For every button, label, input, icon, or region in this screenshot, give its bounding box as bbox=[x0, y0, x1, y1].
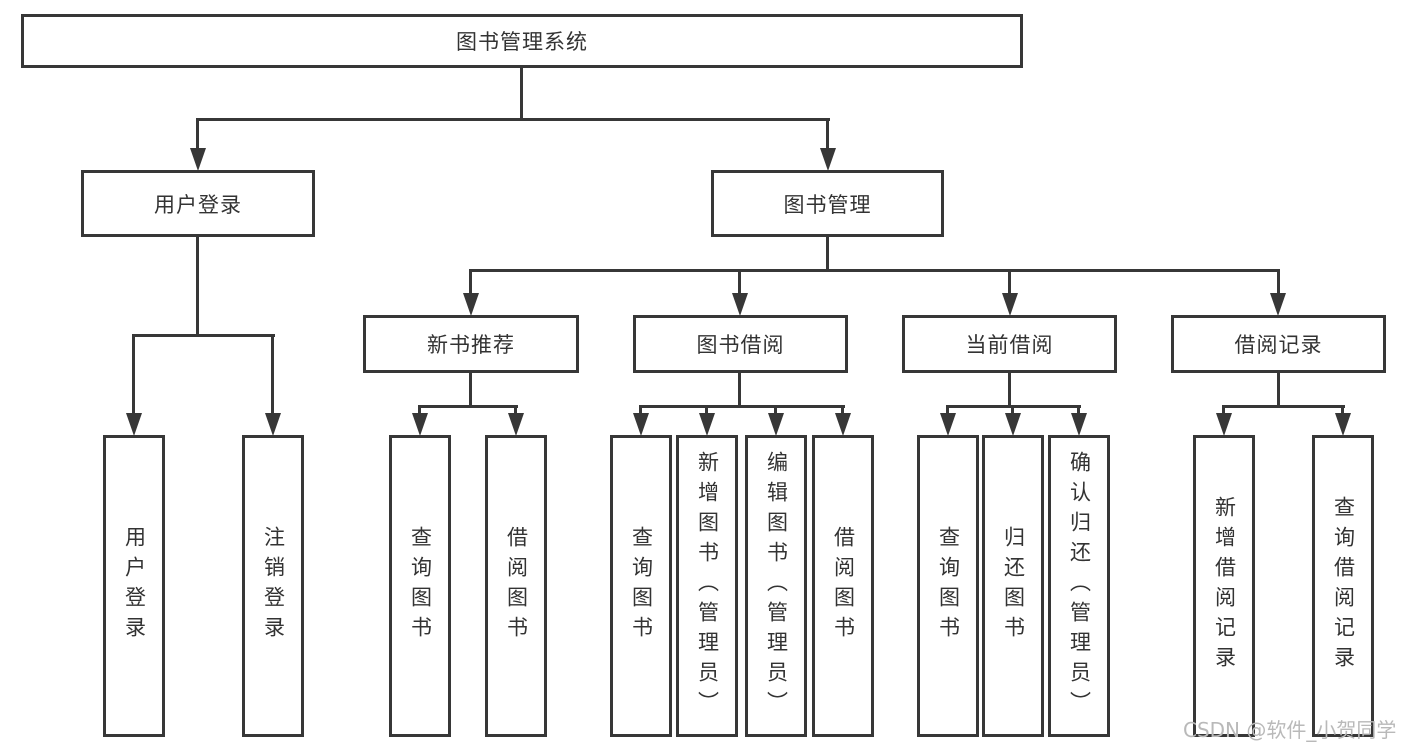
arrowhead-down-icon bbox=[265, 413, 281, 436]
connector-line bbox=[738, 373, 741, 408]
node-borrow-records: 借阅记录 bbox=[1171, 315, 1386, 373]
connector-line bbox=[469, 269, 1280, 272]
arrowhead-down-icon bbox=[1216, 413, 1232, 436]
node-leaf-logout: 注销登录 bbox=[242, 435, 304, 737]
node-label: 借阅图书 bbox=[504, 526, 529, 646]
node-leaf-add-books-admin: 新增图书（管理员） bbox=[676, 435, 738, 737]
node-label: 新增借阅记录 bbox=[1212, 496, 1237, 676]
arrowhead-down-icon bbox=[463, 293, 479, 316]
node-leaf-return-books: 归还图书 bbox=[982, 435, 1044, 737]
connector-line bbox=[738, 269, 741, 295]
connector-line bbox=[469, 373, 472, 408]
connector-line bbox=[418, 405, 518, 408]
connector-line bbox=[1277, 269, 1280, 295]
arrowhead-down-icon bbox=[508, 413, 524, 436]
node-leaf-confirm-return-admin: 确认归还（管理员） bbox=[1048, 435, 1110, 737]
node-user-login: 用户登录 bbox=[81, 170, 315, 237]
node-book-borrow: 图书借阅 bbox=[633, 315, 848, 373]
node-label: 归还图书 bbox=[1001, 526, 1026, 646]
node-label: 借阅图书 bbox=[831, 526, 856, 646]
arrowhead-down-icon bbox=[633, 413, 649, 436]
node-label: 新增图书（管理员） bbox=[695, 451, 720, 721]
node-leaf-query-books-current: 查询图书 bbox=[917, 435, 979, 737]
watermark: CSDN @软件_小贺同学 bbox=[1183, 718, 1397, 742]
connector-line bbox=[271, 334, 274, 415]
connector-line bbox=[196, 237, 199, 336]
node-label: 图书管理系统 bbox=[456, 30, 588, 54]
arrowhead-down-icon bbox=[1335, 413, 1351, 436]
arrowhead-down-icon bbox=[940, 413, 956, 436]
node-label: 编辑图书（管理员） bbox=[764, 451, 789, 721]
connector-line bbox=[946, 405, 949, 415]
arrowhead-down-icon bbox=[412, 413, 428, 436]
node-book-management: 图书管理 bbox=[711, 170, 944, 237]
node-root-library-system: 图书管理系统 bbox=[21, 14, 1023, 68]
arrowhead-down-icon bbox=[190, 148, 206, 171]
arrowhead-down-icon bbox=[1071, 413, 1087, 436]
node-leaf-user-login: 用户登录 bbox=[103, 435, 165, 737]
connector-line bbox=[469, 269, 472, 295]
node-leaf-edit-books-admin: 编辑图书（管理员） bbox=[745, 435, 807, 737]
node-leaf-query-books-recommend: 查询图书 bbox=[389, 435, 451, 737]
node-label: 查询图书 bbox=[408, 526, 433, 646]
connector-line bbox=[132, 334, 275, 337]
connector-line bbox=[132, 334, 135, 415]
node-current-borrow: 当前借阅 bbox=[902, 315, 1117, 373]
connector-line bbox=[418, 405, 421, 415]
connector-line bbox=[1077, 405, 1080, 415]
node-leaf-borrow-books: 借阅图书 bbox=[812, 435, 874, 737]
arrowhead-down-icon bbox=[732, 293, 748, 316]
node-label: 查询图书 bbox=[629, 526, 654, 646]
node-label: 借阅记录 bbox=[1234, 333, 1323, 357]
node-leaf-query-books-borrow: 查询图书 bbox=[610, 435, 672, 737]
arrowhead-down-icon bbox=[1005, 413, 1021, 436]
connector-line bbox=[774, 405, 777, 415]
arrowhead-down-icon bbox=[126, 413, 142, 436]
connector-line bbox=[1008, 373, 1011, 408]
node-label: 图书管理 bbox=[783, 192, 872, 217]
arrowhead-down-icon bbox=[699, 413, 715, 436]
connector-line bbox=[705, 405, 708, 415]
node-label: 当前借阅 bbox=[965, 333, 1054, 357]
connector-line bbox=[196, 118, 199, 150]
connector-line bbox=[1341, 405, 1344, 415]
connector-line bbox=[841, 405, 844, 415]
arrowhead-down-icon bbox=[835, 413, 851, 436]
connector-line bbox=[1011, 405, 1014, 415]
connector-line bbox=[639, 405, 642, 415]
node-label: 用户登录 bbox=[154, 192, 242, 217]
node-label: 查询借阅记录 bbox=[1331, 496, 1356, 676]
connector-line bbox=[826, 237, 829, 272]
arrowhead-down-icon bbox=[820, 148, 836, 171]
connector-line bbox=[1222, 405, 1225, 415]
node-label: 查询图书 bbox=[936, 526, 961, 646]
connector-line bbox=[639, 405, 845, 408]
connector-line bbox=[514, 405, 517, 415]
arrowhead-down-icon bbox=[1002, 293, 1018, 316]
connector-line bbox=[1222, 405, 1345, 408]
connector-line bbox=[196, 118, 830, 121]
node-label: 用户登录 bbox=[122, 526, 147, 646]
connector-line bbox=[826, 118, 829, 150]
node-label: 确认归还（管理员） bbox=[1067, 451, 1092, 721]
node-new-book-recommend: 新书推荐 bbox=[363, 315, 579, 373]
node-leaf-borrow-books-recommend: 借阅图书 bbox=[485, 435, 547, 737]
node-leaf-query-borrow-record: 查询借阅记录 bbox=[1312, 435, 1374, 737]
node-label: 新书推荐 bbox=[427, 333, 515, 357]
connector-line bbox=[1277, 373, 1280, 408]
node-leaf-add-borrow-record: 新增借阅记录 bbox=[1193, 435, 1255, 737]
connector-line bbox=[1008, 269, 1011, 295]
node-label: 图书借阅 bbox=[696, 333, 785, 357]
node-label: 注销登录 bbox=[261, 526, 286, 646]
arrowhead-down-icon bbox=[1270, 293, 1286, 316]
connector-line bbox=[520, 68, 523, 120]
arrowhead-down-icon bbox=[768, 413, 784, 436]
